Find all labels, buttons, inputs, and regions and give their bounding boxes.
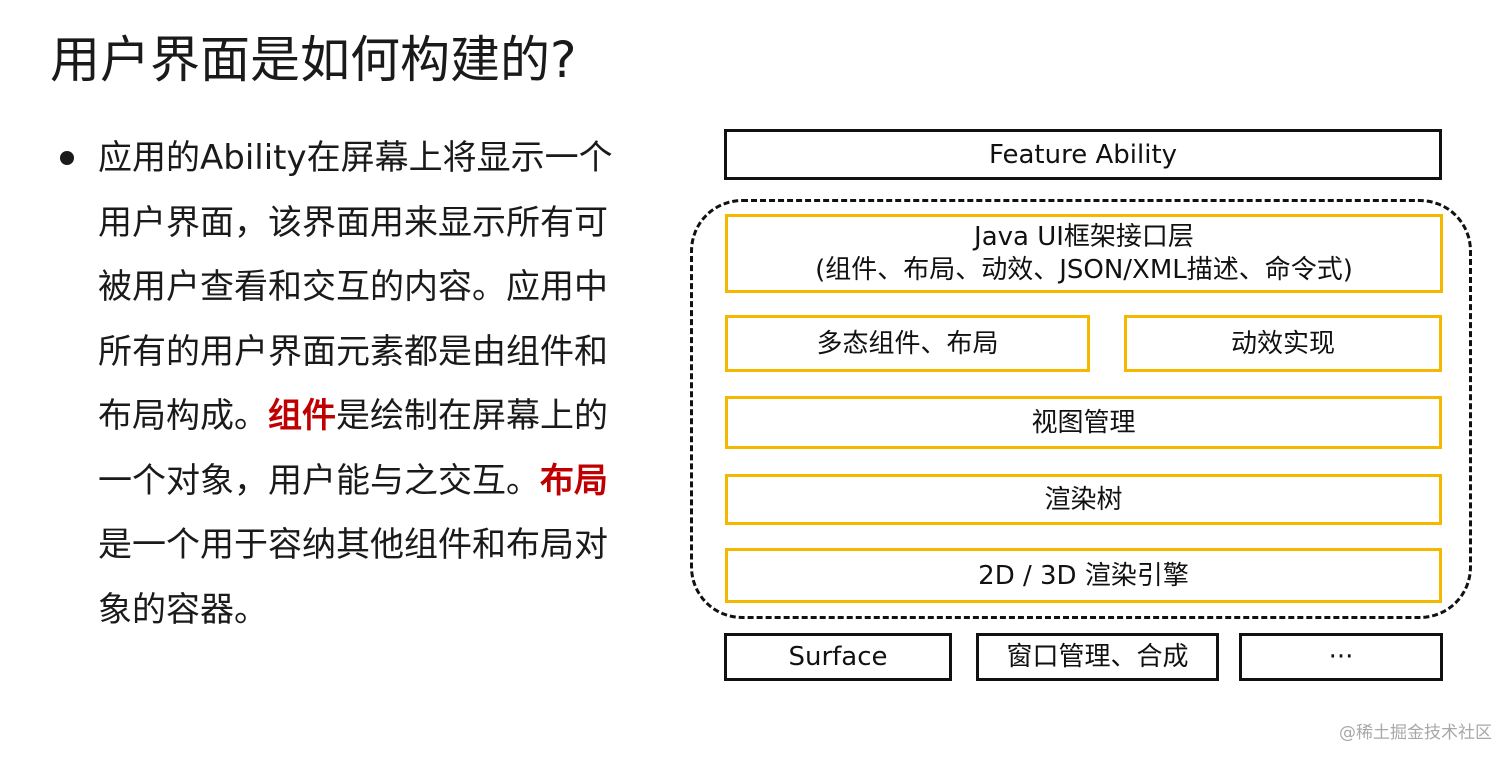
highlight-component: 组件 — [268, 396, 336, 436]
java-ui-interface-sublabel: (组件、布局、动效、JSON/XML描述、命令式) — [815, 254, 1353, 285]
render-engine-box: 2D / 3D 渲染引擎 — [725, 548, 1442, 603]
bullet-text-part-3: 是一个用于容纳其他组件和布局对象的容器。 — [98, 525, 608, 630]
java-ui-interface-box: Java UI框架接口层 (组件、布局、动效、JSON/XML描述、命令式) — [725, 214, 1443, 293]
bullet-text-part-2: 是绘制在屏幕上的一个对象，用户能与之交互。 — [98, 396, 608, 501]
render-engine-label: 2D / 3D 渲染引擎 — [978, 560, 1189, 591]
feature-ability-box: Feature Ability — [724, 129, 1442, 180]
java-ui-interface-label: Java UI框架接口层 — [974, 221, 1194, 252]
more-label: ··· — [1328, 642, 1354, 672]
window-management-label: 窗口管理、合成 — [1006, 642, 1189, 672]
page-title: 用户界面是如何构建的? — [50, 31, 577, 89]
render-tree-box: 渲染树 — [725, 474, 1442, 525]
view-management-label: 视图管理 — [1031, 407, 1136, 438]
watermark: @稀土掘金技术社区 — [1339, 723, 1492, 743]
bullet-text: 应用的Ability在屏幕上将显示一个用户界面，该界面用来显示所有可被用户查看和… — [98, 126, 638, 642]
animation-label: 动效实现 — [1230, 328, 1335, 359]
more-box: ··· — [1239, 633, 1443, 681]
feature-ability-label: Feature Ability — [988, 139, 1178, 170]
bullet-dot — [60, 151, 74, 165]
ui-framework-dashed-group — [690, 199, 1472, 619]
view-management-box: 视图管理 — [725, 396, 1442, 449]
animation-box: 动效实现 — [1124, 315, 1442, 372]
bullet-text-part-1: 应用的Ability在屏幕上将显示一个用户界面，该界面用来显示所有可被用户查看和… — [98, 138, 613, 436]
surface-box: Surface — [724, 633, 952, 681]
polymorphic-components-label: 多态组件、布局 — [816, 328, 999, 359]
surface-label: Surface — [788, 642, 888, 672]
polymorphic-components-box: 多态组件、布局 — [725, 315, 1090, 372]
highlight-layout: 布局 — [540, 460, 608, 501]
window-management-box: 窗口管理、合成 — [976, 633, 1219, 681]
render-tree-label: 渲染树 — [1044, 484, 1123, 515]
